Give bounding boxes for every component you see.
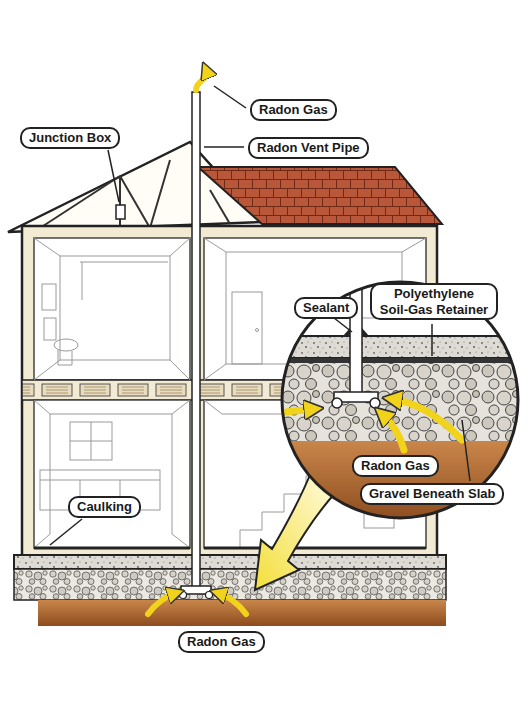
leader-lines [334, 318, 352, 332]
label-text: Radon Gas [187, 634, 256, 650]
label-text: Gravel Beneath Slab [369, 486, 495, 502]
leader-lines [204, 146, 244, 148]
radon-arrows [196, 70, 207, 90]
radon-arrows [218, 593, 246, 614]
leader-lines [108, 150, 119, 202]
label-text: Polyethylene Soil-Gas Retainer [379, 286, 489, 317]
room-sketches [42, 284, 56, 310]
roof-truss [116, 205, 125, 219]
label-text: Radon Gas [259, 102, 328, 118]
room-sketches [60, 256, 170, 360]
foundation [14, 555, 446, 626]
leader-lines [214, 86, 246, 108]
detail-inset [392, 399, 462, 440]
callout-label: Radon Gas [250, 99, 337, 121]
room-sketches [232, 292, 262, 364]
caulking-seam [34, 548, 426, 549]
label-text: Caulking [77, 499, 132, 515]
label-text: Sealant [303, 300, 349, 316]
vent-pipe [206, 592, 213, 599]
callout-label: Gravel Beneath Slab [360, 483, 504, 505]
callout-label: Junction Box [20, 127, 120, 149]
callout-label: Radon Gas [352, 455, 439, 477]
leader-lines [431, 324, 433, 356]
leader-lines [50, 519, 82, 545]
detail-inset [280, 280, 520, 336]
room-sketches [54, 339, 78, 351]
radon-arrows [148, 70, 246, 614]
detail-inset [280, 336, 520, 358]
label-text: Radon Vent Pipe [257, 140, 360, 156]
room-sketches [80, 262, 168, 300]
detail-inset [280, 363, 520, 441]
house-walls [34, 400, 190, 548]
vent-pipe [180, 592, 187, 599]
leader-lines [462, 420, 470, 481]
caulking-seam [34, 547, 426, 550]
label-text: Junction Box [29, 130, 111, 146]
detail-inset [280, 358, 520, 363]
callout-label: Radon Vent Pipe [248, 137, 369, 159]
detail-inset [382, 414, 404, 450]
room-sketches [70, 422, 112, 460]
detail-inset [282, 282, 518, 518]
callout-label: Caulking [68, 496, 141, 518]
detail-inset [370, 398, 380, 408]
detail-inset [280, 280, 520, 521]
label-text: Radon Gas [361, 458, 430, 474]
shingle-roof [198, 167, 442, 224]
foundation [14, 555, 446, 569]
room-sketches [58, 350, 72, 365]
room-sketches [34, 400, 190, 548]
room-sketches [256, 329, 259, 332]
detail-inset [286, 409, 314, 412]
callout-label: Radon Gas [178, 631, 265, 653]
room-sketches [44, 318, 56, 340]
room-sketches [34, 238, 190, 380]
detail-inset [286, 399, 462, 450]
shingle-roof [198, 167, 442, 224]
callout-label: Polyethylene Soil-Gas Retainer [370, 283, 498, 320]
vent-pipe [192, 92, 200, 588]
vent-pipe [180, 92, 213, 599]
detail-inset [332, 398, 342, 408]
house-walls [34, 238, 190, 380]
detail-inset [280, 280, 520, 521]
callout-label: Sealant [294, 297, 358, 319]
detail-inset [343, 328, 369, 336]
room-sketches [70, 422, 112, 460]
radon-arrows [148, 593, 176, 614]
